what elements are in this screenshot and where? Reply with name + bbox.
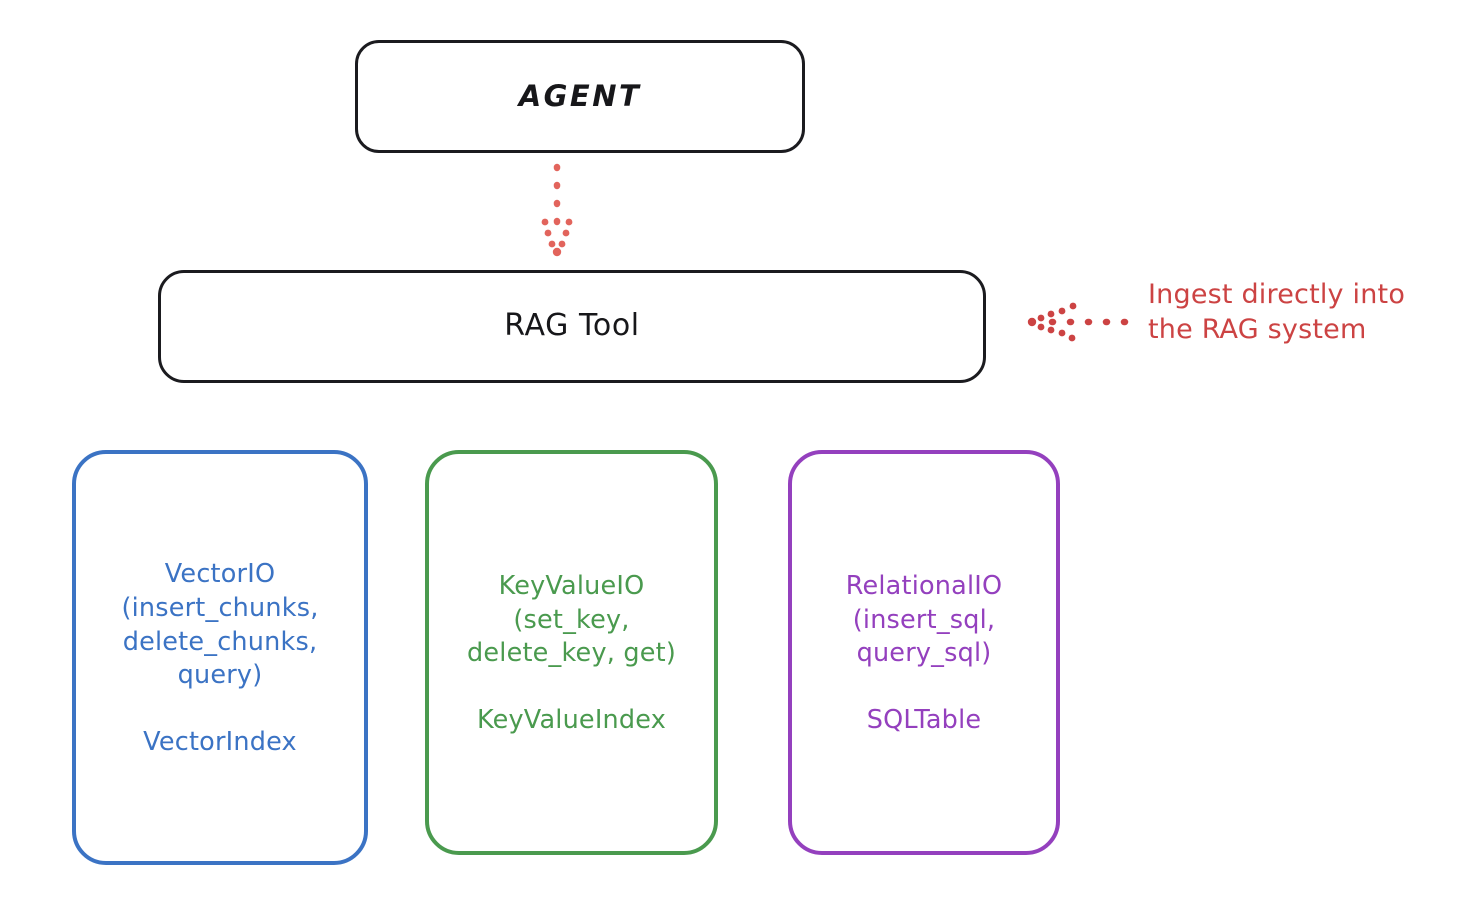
node-relational-io-index: SQLTable [866,704,982,735]
node-agent-label: AGENT [518,78,642,113]
edge-ingest-to-rag-tool [1027,302,1137,342]
node-relational-io[interactable]: RelationalIO (insert_sql, query_sql) SQL… [788,450,1060,855]
node-relational-io-api: RelationalIO (insert_sql, query_sql) [845,571,1003,669]
edge-agent-to-rag-tool [541,163,573,257]
node-vector-io-api: VectorIO (insert_chunks, delete_chunks, … [121,559,319,691]
node-vector-io-index: VectorIndex [143,726,297,757]
node-rag-tool[interactable]: RAG Tool [158,270,986,383]
node-agent[interactable]: AGENT [355,40,805,153]
node-key-value-io[interactable]: KeyValueIO (set_key, delete_key, get) Ke… [425,450,718,855]
node-key-value-io-api: KeyValueIO (set_key, delete_key, get) [467,571,676,669]
node-vector-io[interactable]: VectorIO (insert_chunks, delete_chunks, … [72,450,368,865]
node-key-value-io-index: KeyValueIndex [476,704,667,735]
annotation-ingest: Ingest directly into the RAG system [1148,279,1406,345]
node-rag-tool-label: RAG Tool [504,308,640,344]
